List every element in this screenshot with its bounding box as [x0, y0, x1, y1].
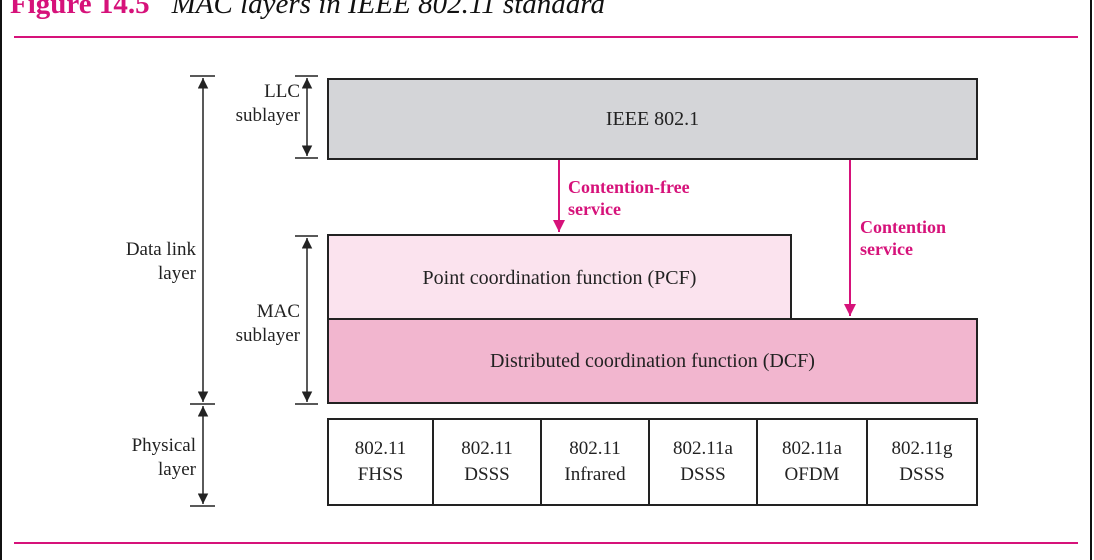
contention-line2: service [860, 239, 913, 259]
phy-standard: 802.11a [782, 438, 842, 459]
frame-right-border [1090, 0, 1092, 560]
phy-802-11-fhss: 802.11 FHSS [327, 418, 434, 506]
contention-free-line1: Contention-free [568, 177, 690, 197]
phy-technique: OFDM [784, 464, 840, 485]
phy-technique: DSSS [464, 464, 510, 485]
physical-layer-label: Physical layer [100, 434, 196, 482]
llc-sublayer-label: LLC sublayer [220, 80, 300, 128]
llc-label-line2: sublayer [235, 105, 300, 126]
pcf-box: Point coordination function (PCF) [327, 234, 792, 320]
phy-standard: 802.11 [569, 438, 621, 459]
phy-802-11-dsss: 802.11 DSSS [432, 418, 542, 506]
data-link-layer-label: Data link layer [100, 238, 196, 286]
figure-caption: Figure 14.5 MAC layers in IEEE 802.11 sta… [10, 0, 605, 22]
pcf-box-label: Point coordination function (PCF) [422, 266, 697, 289]
phy-standard: 802.11g [891, 438, 953, 459]
phy-standard: 802.11 [461, 438, 513, 459]
data-link-label-line1: Data link [125, 239, 196, 260]
dcf-box: Distributed coordination function (DCF) [327, 318, 978, 404]
mac-label-line1: MAC [256, 301, 300, 322]
top-rule [14, 36, 1078, 38]
figure-title: MAC layers in IEEE 802.11 standard [171, 0, 605, 20]
mac-sublayer-label: MAC sublayer [220, 300, 300, 348]
phy-802-11a-ofdm: 802.11a OFDM [756, 418, 868, 506]
phy-technique: Infrared [564, 464, 626, 485]
phy-standard: 802.11a [673, 438, 733, 459]
phy-802-11a-dsss: 802.11a DSSS [648, 418, 758, 506]
physical-label-line1: Physical [131, 435, 196, 456]
physical-label-line2: layer [158, 459, 196, 480]
contention-service-label: Contention service [860, 216, 946, 260]
phy-technique: FHSS [357, 464, 404, 485]
mac-label-line2: sublayer [235, 325, 300, 346]
llc-label-line1: LLC [264, 81, 300, 102]
phy-standard: 802.11 [354, 438, 407, 459]
phy-802-11g-dsss: 802.11g DSSS [866, 418, 978, 506]
dcf-box-label: Distributed coordination function (DCF) [490, 349, 815, 372]
phy-802-11-infrared: 802.11 Infrared [540, 418, 650, 506]
contention-line1: Contention [860, 217, 947, 237]
contention-free-service-label: Contention-free service [568, 176, 690, 220]
ieee-802-1-box: IEEE 802.1 [327, 78, 978, 160]
phy-technique: DSSS [680, 464, 726, 485]
ieee-box-label: IEEE 802.1 [605, 107, 700, 130]
bottom-rule [14, 542, 1078, 544]
frame-left-border [0, 0, 2, 560]
phy-technique: DSSS [899, 464, 945, 485]
figure-number: Figure 14.5 [10, 0, 150, 20]
contention-free-line2: service [568, 199, 621, 219]
data-link-label-line2: layer [158, 263, 196, 284]
